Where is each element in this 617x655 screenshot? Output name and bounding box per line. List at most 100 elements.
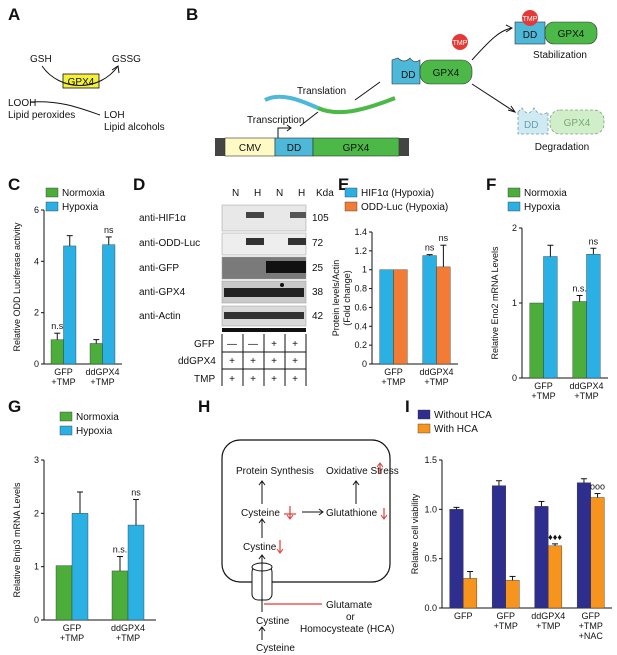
chart-f-xlabel-0-0: GFP — [534, 381, 553, 391]
transcription-arrow — [299, 111, 319, 127]
treatment-label-ddgpx4: ddGPX4 — [178, 356, 216, 367]
chart-g-bar-s1-c1 — [127, 524, 145, 621]
lane-label-1: N — [232, 188, 239, 199]
chart-c-legend-label-0: Normoxia — [62, 188, 105, 199]
panel-i-label: I — [405, 397, 410, 416]
kda-actin: 42 — [312, 311, 324, 322]
chart-i-legend-label-0: Without HCA — [434, 410, 492, 421]
chart-g-ytick-label-3: 3 — [34, 455, 39, 465]
chart-e-xlabel-1-0: ddGPX4 — [419, 367, 453, 377]
chart-i-xlabel-3-0: GFP — [581, 611, 600, 621]
stabilized-gpx4-shape — [544, 21, 598, 45]
chart-f-legend-label-0: Normoxia — [524, 188, 567, 199]
glutathione-down-head — [380, 514, 388, 520]
bound-tmp-label: TMP — [523, 16, 538, 23]
chart-e-bar-s0-c0 — [379, 269, 394, 365]
chart-c-ytick-label-3: 6 — [34, 205, 39, 215]
mrna-dd — [264, 94, 319, 110]
chart-e-legend-swatch-0 — [344, 187, 358, 198]
protein-synthesis-label: Protein Synthesis — [236, 466, 314, 477]
gsh-gssg-arc — [41, 65, 119, 86]
chart-e-annotation-1: ns — [439, 233, 449, 243]
gpx4-segment-label: GPX4 — [343, 143, 370, 154]
chart-e-ylabel-1: (Fold change) — [342, 270, 352, 326]
stabilization-arrow — [471, 27, 513, 61]
chart-g-xlabel-1-0: ddGPX4 — [111, 623, 145, 633]
promoter-arrow — [277, 127, 290, 138]
cysteine-to-gsh-head — [318, 508, 324, 516]
translation-label: Translation — [297, 86, 346, 97]
chart-e-bar-s1-c0 — [393, 269, 408, 365]
panel-b-label: B — [186, 5, 198, 24]
promoter-arrowhead — [286, 124, 292, 132]
stabilization-arrowhead — [505, 24, 513, 33]
kda-gfp: 25 — [312, 263, 324, 274]
mrna-gpx4 — [317, 96, 396, 115]
chart-e-ytick-label-3: 0.6 — [354, 302, 367, 312]
gssg-label: GSSG — [112, 54, 141, 65]
dd-domain-shape — [391, 57, 421, 85]
chart-i-annotation-1: ooo — [590, 482, 605, 492]
cysteine-to-cystine-head — [258, 626, 266, 632]
chart-g-bar-s0-c1 — [111, 570, 129, 621]
gsh-label: GSH — [30, 54, 52, 65]
chart-c-bar-s0-c1 — [89, 343, 103, 365]
chart-c-annotation-1: ns — [104, 225, 114, 235]
chart-i-bar-s1-c1 — [505, 580, 520, 609]
chart-e-bar-s0-c1 — [422, 255, 437, 365]
chart-e-legend-label-0: HIF1α (Hypoxia) — [361, 188, 434, 199]
chart-f-ytick-label-1: 1 — [512, 298, 517, 308]
kda-odd-luc: 72 — [312, 238, 324, 249]
chart-f-xlabel-1-0: ddGPX4 — [569, 381, 603, 391]
band-gpx4 — [224, 288, 304, 297]
treat-ddgpx4-1: + — [229, 356, 235, 367]
chart-e-ytick-label-1: 0.2 — [354, 340, 367, 350]
chart-i-xlabel-0-0: GFP — [454, 611, 473, 621]
chart-e-annotation-0: ns — [425, 243, 435, 253]
chart-e-bar-s1-c1 — [436, 266, 451, 365]
arc-arrowhead — [111, 65, 120, 74]
chart-i-bar-s0-c3 — [576, 482, 591, 609]
panel-c-label: C — [8, 175, 20, 194]
treat-ddgpx4-2: + — [250, 356, 256, 367]
cysteine-outer-label: Cysteine — [256, 643, 295, 654]
glutamate-label: Glutamate — [326, 600, 373, 611]
degraded-dd-label: DD — [524, 120, 538, 131]
chart-f-ytick-label-0: 0 — [512, 373, 517, 383]
treat-gfp-2: — — [248, 339, 258, 350]
chart-c-bar-s1-c0 — [63, 245, 77, 365]
chart-i-xlabel-1-1: +TMP — [494, 621, 518, 631]
chart-i-bar-s1-c0 — [463, 578, 478, 609]
oxidative-stress-up-head — [376, 462, 384, 468]
cystine-outer-label: Cystine — [256, 616, 290, 627]
degradation-label: Degradation — [535, 142, 589, 153]
chart-i-ytick-label-1: 0.5 — [424, 554, 437, 564]
treat-tmp-4: + — [292, 374, 298, 385]
band-hif1a-h2 — [290, 212, 306, 218]
hca-label: Homocysteate (HCA) — [300, 624, 394, 635]
chart-f-legend-swatch-0 — [507, 187, 521, 198]
chart-i-xlabel-2-1: +TMP — [536, 621, 560, 631]
treat-ddgpx4-3: + — [271, 356, 277, 367]
chart-e-ylabel-0: Protein levels/Actin — [331, 260, 341, 337]
chart-i-bar-s1-c3 — [590, 497, 605, 609]
chart-i-ytick-label-3: 1.5 — [424, 455, 437, 465]
chart-g-bar-s1-c0 — [71, 513, 89, 621]
chart-g-legend-swatch-0 — [59, 411, 73, 422]
chart-e-ytick-label-2: 0.4 — [354, 321, 367, 331]
panel-e-label: E — [338, 175, 349, 194]
chart-e-ytick-label-4: 0.8 — [354, 284, 367, 294]
stabilized-gpx4-label: GPX4 — [558, 29, 585, 40]
lane-label-3: N — [276, 188, 283, 199]
chart-g-legend-label-0: Normoxia — [76, 412, 119, 423]
transcription-label: Transcription — [247, 115, 304, 126]
chart-i-xlabel-2-0: ddGPX4 — [531, 611, 565, 621]
gpx4-enzyme-label: GPX4 — [68, 77, 95, 88]
panel-a-label: A — [8, 5, 20, 24]
panel-g-label: G — [8, 397, 21, 416]
cystine-inner-label: Cystine — [243, 542, 277, 553]
